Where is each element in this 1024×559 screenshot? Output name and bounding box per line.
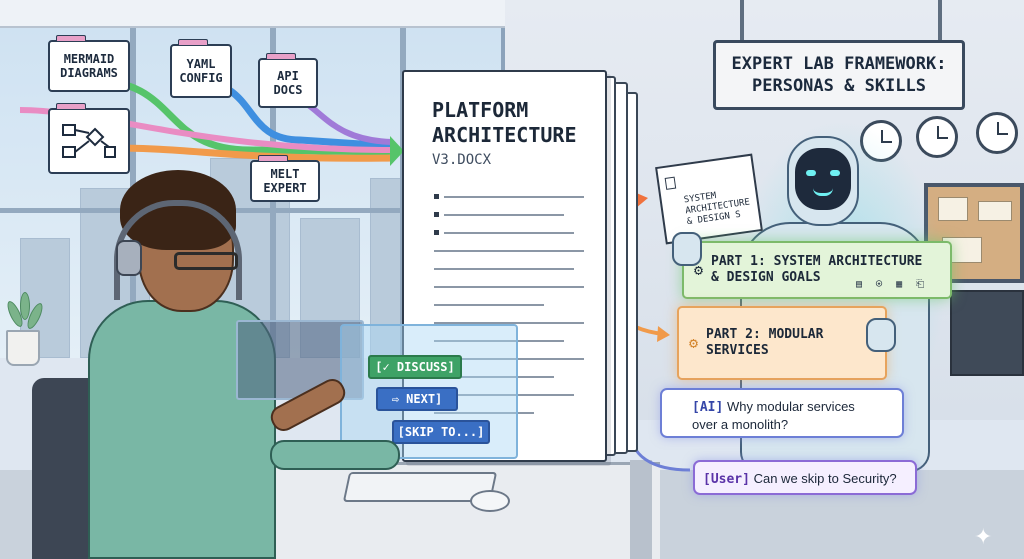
flowchart-icon [62,124,116,158]
window-frame [0,208,501,213]
user-message-bubble: [User] Can we skip to Security? [693,460,917,495]
banner-rod [938,0,942,40]
card-part-1[interactable]: ⚙ PART 1: SYSTEM ARCHITECTURE & DESIGN G… [682,241,952,299]
robot-eye [806,170,816,176]
gear-icon: ⚙ [689,334,699,352]
robot-face [795,148,851,210]
section-page-text: SYSTEM ARCHITECTURE & DESIGN S [683,191,751,228]
flowchart-icon-card [48,103,130,174]
user-speaker-label: [User] [703,472,750,487]
next-button[interactable]: ⇨ NEXT] [376,387,458,411]
glasses [174,252,238,270]
banner-title: EXPERT LAB FRAMEWORK: PERSONAS & SKILLS [731,54,947,96]
tag-melt-expert: MELT EXPERT [250,155,320,202]
cabinet [950,290,1024,376]
plant-pot [6,330,40,366]
ai-message-text: Why modular services over a monolith? [692,399,855,432]
document-filename: V3.DOCX [432,152,492,168]
banner-rod [740,0,744,40]
skip-to-button[interactable]: [SKIP TO...] [392,420,490,444]
ai-speaker-label: [AI] [692,400,724,415]
computer-mouse[interactable] [470,490,510,512]
headset-earcup [116,240,142,276]
card-part-2[interactable]: ⚙ PART 2: MODULAR SERVICES [677,306,887,380]
tag-yaml-config: YAML CONFIG [170,39,232,98]
tag-yaml-label: YAML CONFIG [179,57,223,85]
tag-mermaid-label: MERMAID DIAGRAMS [60,52,118,80]
ai-question-bubble: [AI] Why modular services over a monolit… [660,388,904,438]
user-message-text: Can we skip to Security? [753,471,897,486]
board-note [978,201,1012,221]
desk-leg [630,460,652,559]
document-title: PLATFORM ARCHITECTURE [432,98,577,147]
tag-api-docs: API DOCS [258,53,318,108]
framework-banner: EXPERT LAB FRAMEWORK: PERSONAS & SKILLS [713,40,965,110]
sparkle-icon: ✦ [974,524,993,549]
tag-mermaid-diagrams: MERMAID DIAGRAMS [48,35,130,92]
tag-api-label: API DOCS [273,69,303,97]
discuss-button[interactable]: [✓ DISCUSS] [368,355,462,379]
robot-hand [866,318,896,352]
document-icon [664,176,677,190]
robot-eye [830,170,840,176]
flow-stream-orange [109,144,393,162]
split-arrowhead-down [657,326,670,342]
card-part-1-label: PART 1: SYSTEM ARCHITECTURE & DESIGN GOA… [711,254,923,285]
card-part-2-label: PART 2: MODULAR SERVICES [706,327,824,358]
robot-mouth [813,188,833,196]
wall-clock [976,112,1018,154]
gear-icon: ⚙ [694,261,704,279]
card-part-1-tool-icons: ▤ ⍟ ▦ ⎗ [856,279,929,290]
flow-arrowhead [390,136,404,166]
tag-melt-label: MELT EXPERT [263,167,307,195]
plant-leaf [20,292,30,320]
typing-arm [270,440,400,470]
robot-hand [672,232,702,266]
section-page-preview: SYSTEM ARCHITECTURE & DESIGN S [655,153,763,245]
